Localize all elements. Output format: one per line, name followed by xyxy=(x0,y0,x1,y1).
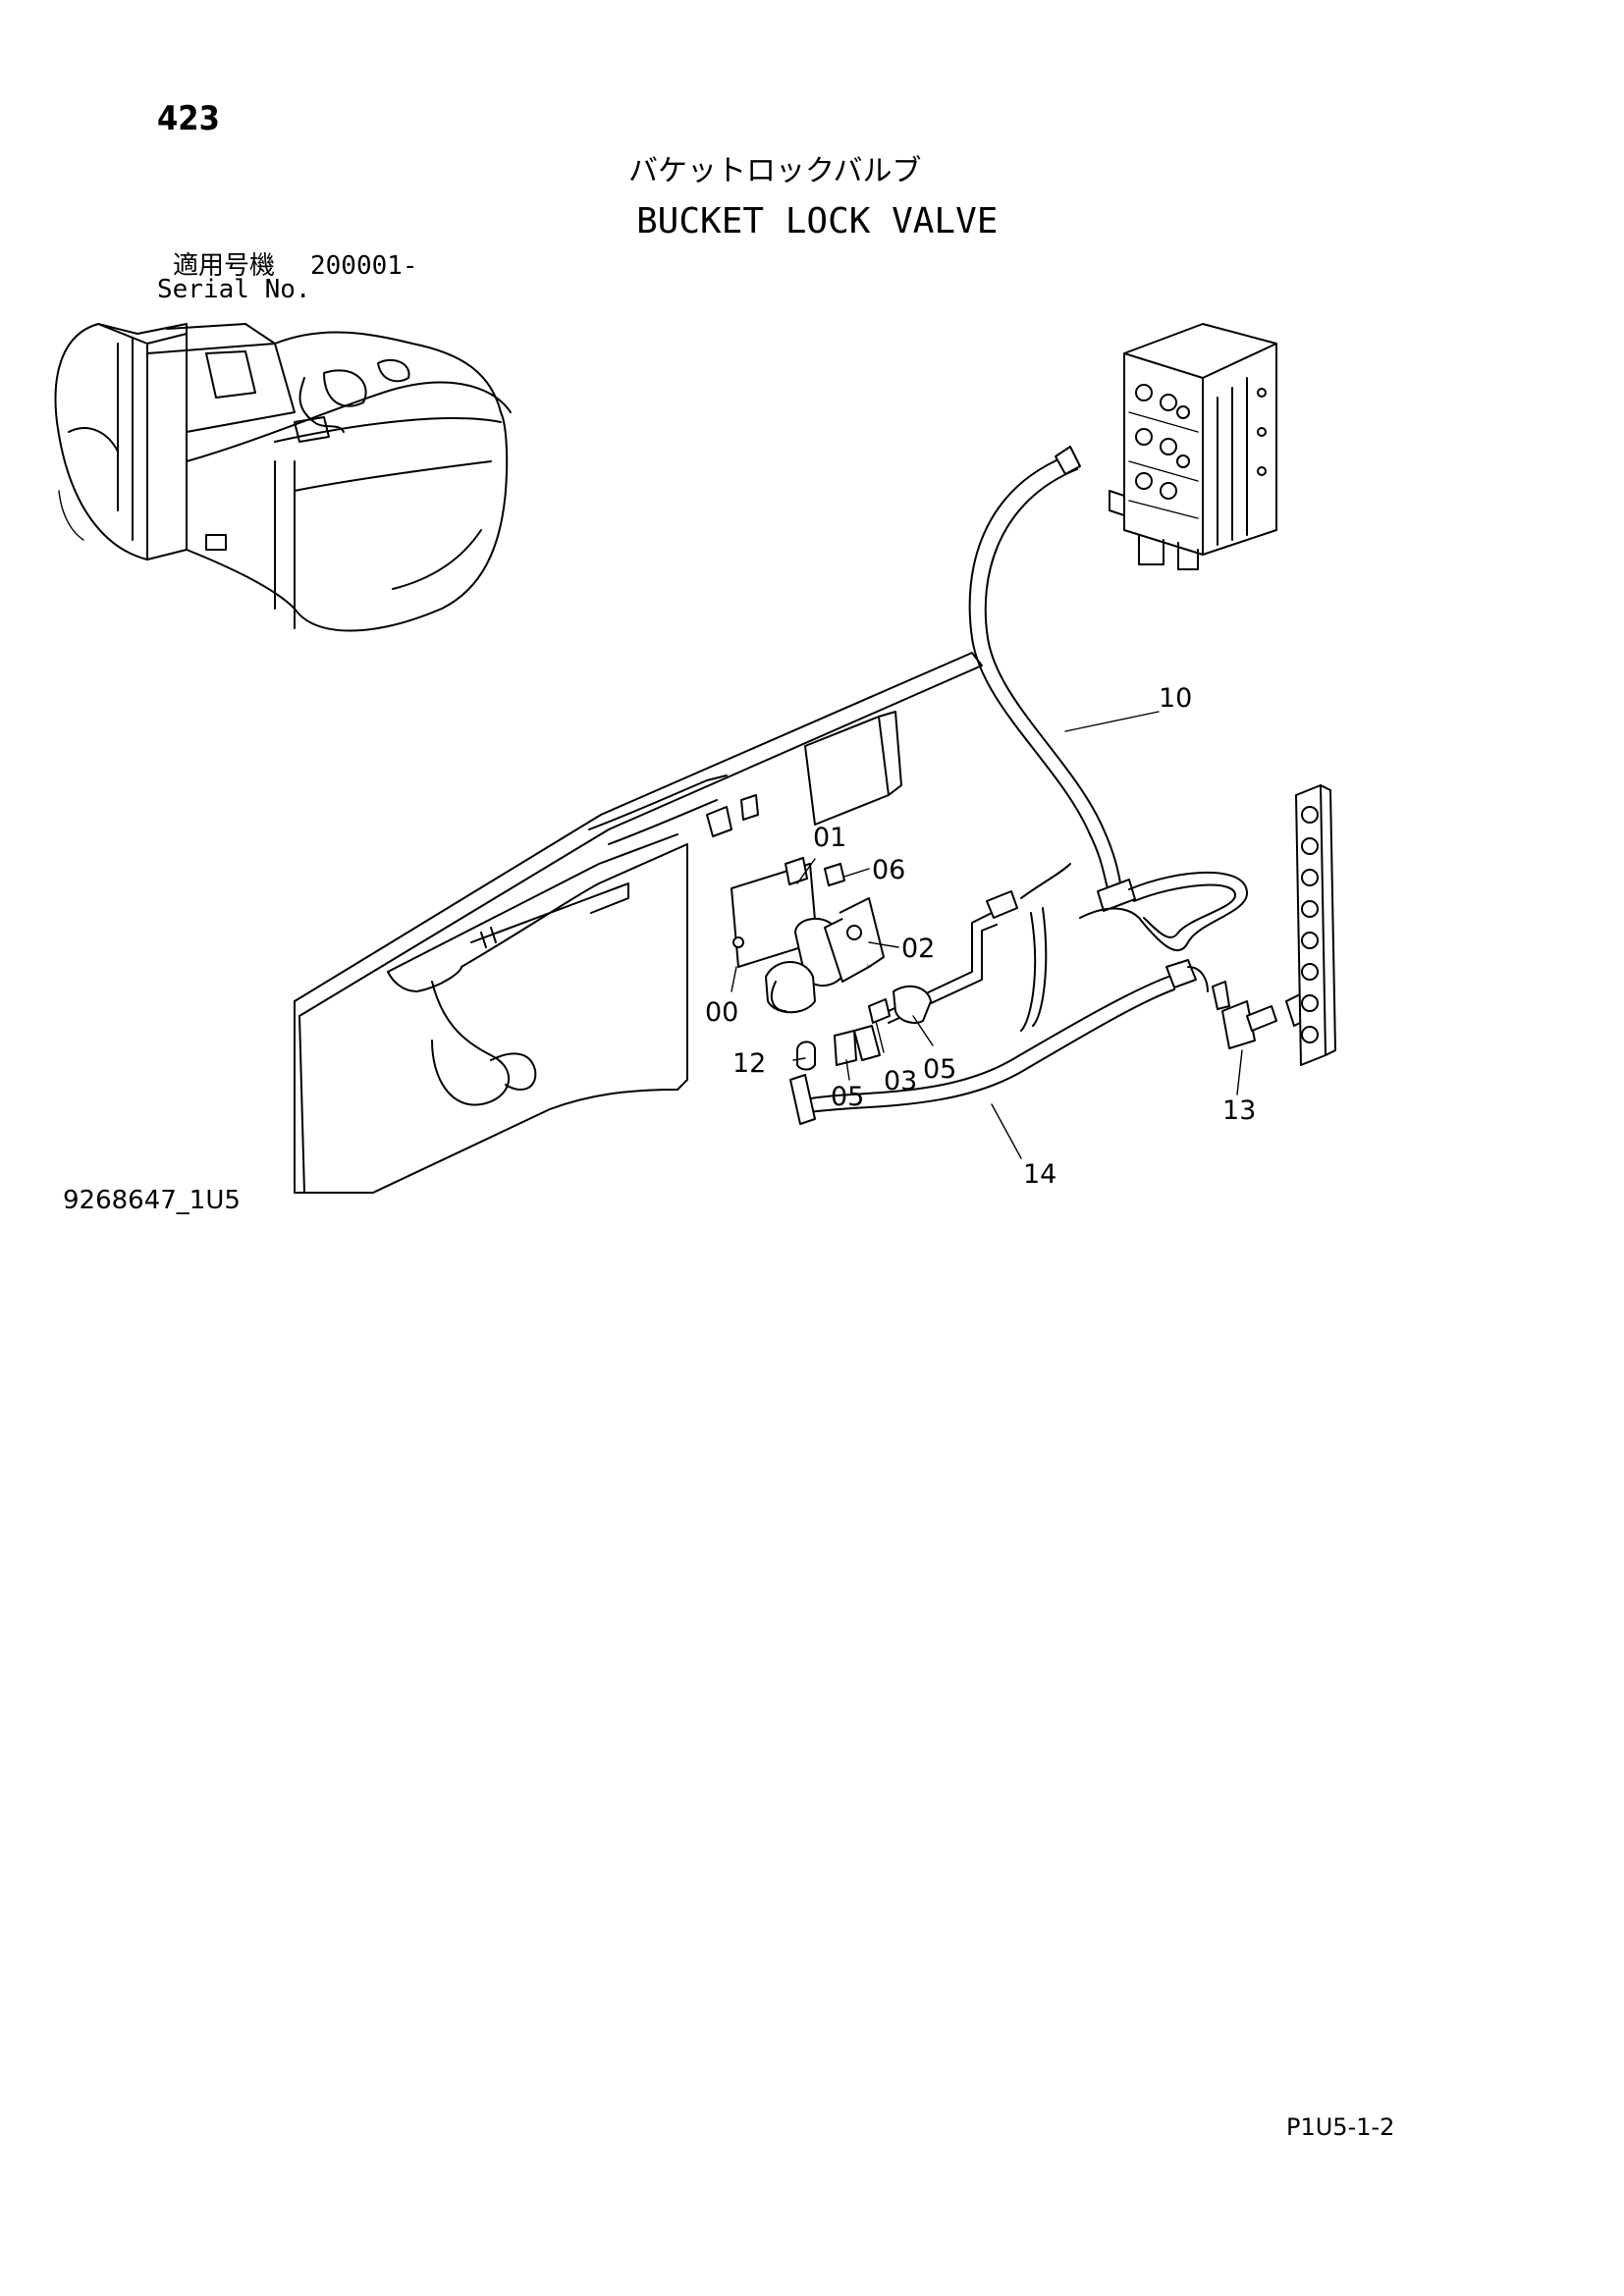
callout-13: 10 xyxy=(1159,683,1192,714)
callout-10: 13 xyxy=(1222,1095,1256,1126)
title-english: BUCKET LOCK VALVE xyxy=(636,201,999,241)
excavator-overview-illustration xyxy=(54,323,512,632)
serial-number: 200001- xyxy=(310,251,418,281)
callout-14: 14 xyxy=(1023,1159,1056,1190)
leader-lines xyxy=(731,711,1243,1159)
drawing-code: 9268647_1U5 xyxy=(63,1186,241,1215)
callout-00: 00 xyxy=(705,997,738,1028)
page-number: 423 xyxy=(157,99,220,138)
callout-12: 12 xyxy=(732,1048,766,1079)
control-valve-block-illustration xyxy=(1109,323,1277,570)
callout-05-lower: 05 xyxy=(831,1082,864,1112)
frame-plate-illustration xyxy=(294,652,983,1194)
callout-05-right: 05 xyxy=(923,1054,956,1085)
callout-03: 03 xyxy=(884,1066,917,1096)
callout-02: 02 xyxy=(901,934,935,964)
callout-06: 06 xyxy=(872,855,905,885)
serial-label-japanese: 適用号機 xyxy=(173,251,276,281)
page-code: P1U5-1-2 xyxy=(1286,2113,1395,2141)
title-japanese: バケットロックバルブ xyxy=(628,154,922,188)
bucket-lock-valve-assembly xyxy=(731,857,932,1071)
callout-01: 01 xyxy=(813,823,846,853)
pilot-manifold-illustration xyxy=(1295,784,1336,1066)
serial-label-english: Serial No. xyxy=(157,275,311,304)
pilot-line xyxy=(888,863,1071,1032)
hose-14 xyxy=(789,959,1209,1125)
tee-fitting-10 xyxy=(1212,981,1315,1049)
hose-13 xyxy=(968,446,1248,952)
